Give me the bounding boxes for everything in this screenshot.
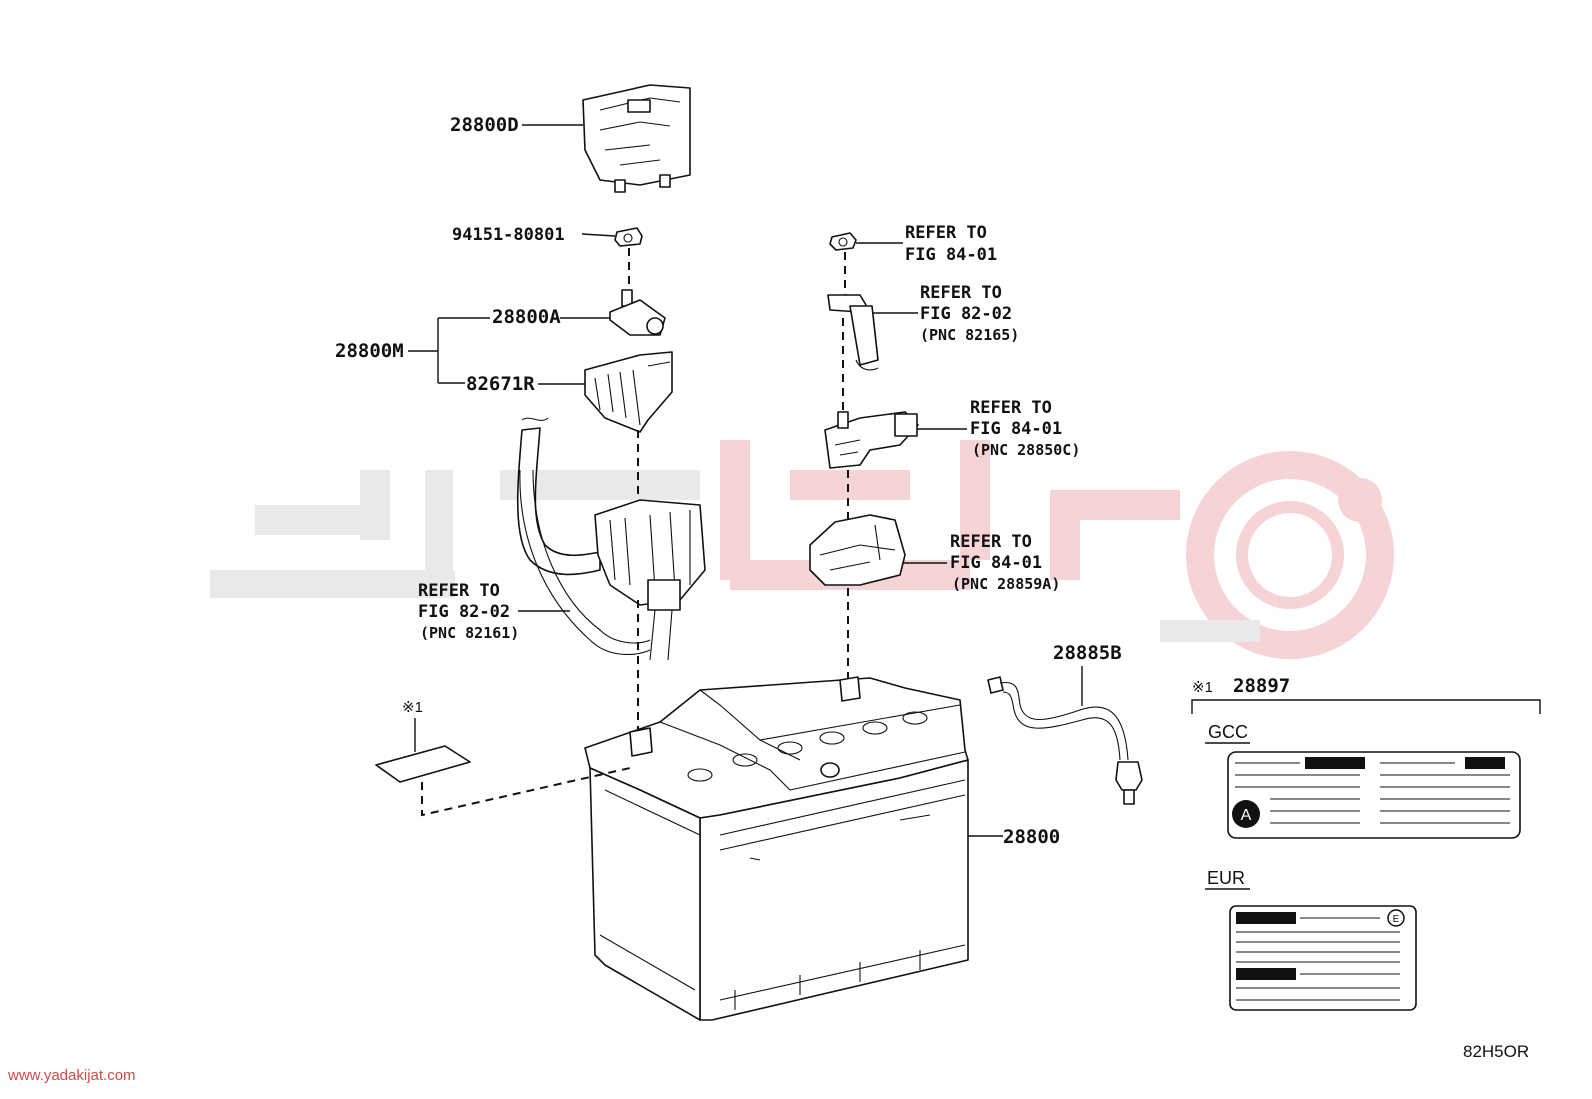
battery-28800[interactable] — [584, 676, 969, 1021]
ref-3-pnc: (PNC 28850C) — [972, 441, 1080, 459]
watermark-logo — [210, 440, 1394, 659]
ref-5-line2: FIG 82-02 — [418, 602, 510, 622]
label-28800d: 28800D — [450, 114, 519, 136]
note-mark-28897: ※1 — [1192, 679, 1213, 696]
ref-5-line1: REFER TO — [418, 581, 500, 601]
nut-right[interactable] — [829, 232, 857, 251]
battery-sensor[interactable] — [824, 411, 919, 469]
ref-4-pnc: (PNC 28859A) — [952, 575, 1060, 593]
diagram-code: 82H5OR — [1463, 1042, 1529, 1061]
label-28800: 28800 — [1003, 826, 1060, 848]
ref-4-line1: REFER TO — [950, 532, 1032, 552]
caution-label-sheet[interactable] — [375, 745, 471, 783]
label-28800m: 28800M — [335, 340, 404, 362]
sensor-holder[interactable] — [809, 514, 906, 586]
terminal-cover-28800d[interactable] — [582, 84, 691, 193]
ref-4-line2: FIG 84-01 — [950, 553, 1042, 573]
gcc-badge: A — [1241, 807, 1252, 824]
terminal-cover-82671r[interactable] — [584, 351, 673, 433]
ref-2-line1: REFER TO — [920, 283, 1002, 303]
positive-cable-assembly[interactable] — [516, 417, 706, 661]
footer-url[interactable]: www.yadakijat.com — [7, 1067, 136, 1084]
caution-label-eur[interactable]: E — [1229, 905, 1417, 1011]
ref-3-line1: REFER TO — [970, 398, 1052, 418]
region-gcc: GCC — [1208, 722, 1248, 742]
label-28800a: 28800A — [492, 306, 561, 328]
region-eur: EUR — [1207, 868, 1245, 888]
ref-5-pnc: (PNC 82161) — [420, 624, 519, 642]
label-82671r: 82671R — [466, 373, 535, 395]
label-28885b: 28885B — [1053, 642, 1122, 664]
ref-3-line2: FIG 84-01 — [970, 419, 1062, 439]
eur-badge: E — [1393, 914, 1400, 925]
note-mark: ※1 — [402, 699, 423, 716]
nut-94151-80801[interactable] — [614, 227, 643, 247]
vent-tube-28885b[interactable] — [987, 676, 1143, 805]
ref-1-line2: FIG 84-01 — [905, 245, 997, 265]
label-28897: 28897 — [1233, 675, 1290, 697]
ref-2-line2: FIG 82-02 — [920, 304, 1012, 324]
ref-2-pnc: (PNC 82165) — [920, 326, 1019, 344]
terminal-28800a[interactable] — [609, 289, 666, 336]
ref-1-line1: REFER TO — [905, 223, 987, 243]
negative-cable-terminal[interactable] — [827, 294, 879, 371]
caution-label-gcc[interactable]: A — [1227, 751, 1521, 839]
label-94151-80801: 94151-80801 — [452, 225, 565, 245]
